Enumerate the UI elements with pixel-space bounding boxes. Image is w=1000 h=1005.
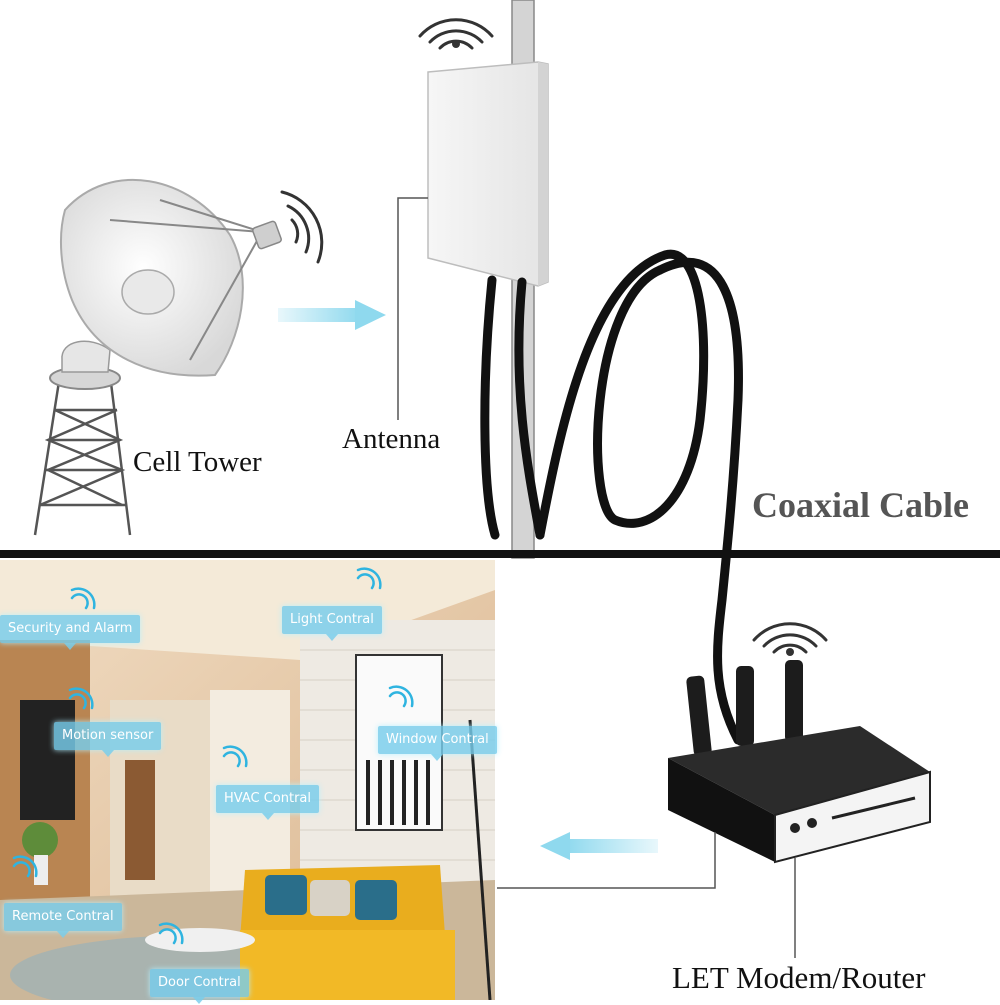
cell-tower-label: Cell Tower xyxy=(133,446,262,478)
motion-sensor-tag: Motion sensor xyxy=(54,722,162,757)
door-control-tag: Door Contral xyxy=(150,969,249,1004)
light-control-tag: Light Contral xyxy=(282,606,382,641)
wifi-icon xyxy=(222,745,248,768)
hvac-control-tag: HVAC Contral xyxy=(216,785,320,820)
router-connection-line xyxy=(497,832,716,889)
wifi-icon xyxy=(752,622,828,656)
wifi-icon xyxy=(418,18,494,50)
wifi-icon xyxy=(12,855,38,878)
coaxial-cable-label: Coaxial Cable xyxy=(752,485,970,525)
wifi-icon xyxy=(280,190,324,264)
wifi-icon xyxy=(356,567,382,590)
remote-control-tag: Remote Contral xyxy=(4,903,122,938)
router-label: LET Modem/Router xyxy=(672,960,926,995)
coaxial-cable xyxy=(480,249,743,745)
wifi-icon xyxy=(388,685,414,708)
satellite-dish-icon xyxy=(33,178,282,536)
arrow-right-icon xyxy=(278,300,386,330)
antenna-label: Antenna xyxy=(342,423,441,455)
arrow-left-icon xyxy=(540,832,658,860)
window-control-tag: Window Contral xyxy=(378,726,497,761)
wifi-icon xyxy=(68,687,94,710)
security-alarm-tag: Security and Alarm xyxy=(0,615,141,650)
antenna-panel-icon xyxy=(427,61,549,287)
antenna-leader-line xyxy=(397,197,428,420)
wifi-icon xyxy=(70,587,96,610)
section-divider xyxy=(0,550,1000,558)
wifi-icon xyxy=(158,922,184,945)
router-icon xyxy=(668,660,931,864)
